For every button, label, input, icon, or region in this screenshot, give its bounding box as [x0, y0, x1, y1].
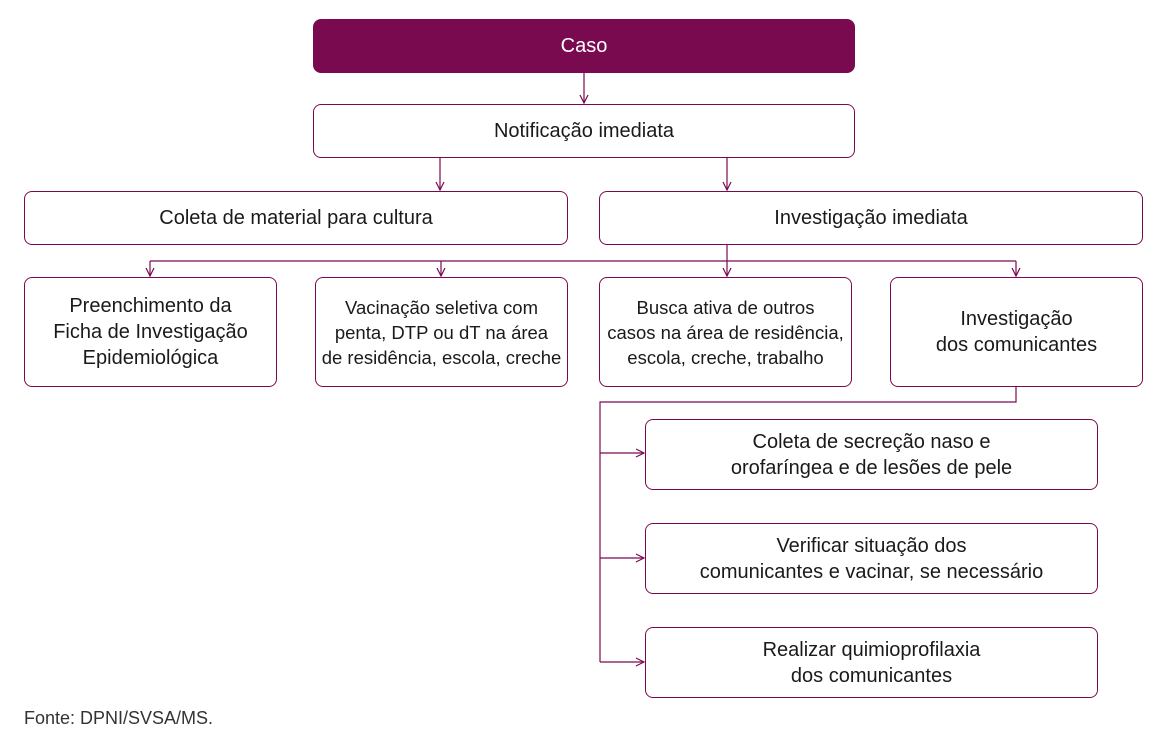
- node-vacinacao-seletiva: Vacinação seletiva com penta, DTP ou dT …: [315, 277, 568, 387]
- edge-comunicantes-spine: [599, 387, 1017, 662]
- source-caption: Fonte: DPNI/SVSA/MS.: [24, 708, 214, 728]
- node-caso: Caso: [313, 19, 855, 73]
- node-notificacao-imediata: Notificação imediata: [313, 104, 855, 158]
- node-quimioprofilaxia: Realizar quimioprofilaxia dos comunicant…: [645, 627, 1098, 698]
- node-busca-ativa: Busca ativa de outros casos na área de r…: [599, 277, 852, 387]
- node-investigacao-imediata: Investigação imediata: [599, 191, 1143, 245]
- node-verificar-situacao: Verificar situação dos comunicantes e va…: [645, 523, 1098, 594]
- node-coleta-material-cultura: Coleta de material para cultura: [24, 191, 568, 245]
- node-preenchimento-ficha: Preenchimento da Ficha de Investigação E…: [24, 277, 277, 387]
- node-coleta-secrecao: Coleta de secreção naso e orofaríngea e …: [645, 419, 1098, 490]
- node-investigacao-comunicantes: Investigação dos comunicantes: [890, 277, 1143, 387]
